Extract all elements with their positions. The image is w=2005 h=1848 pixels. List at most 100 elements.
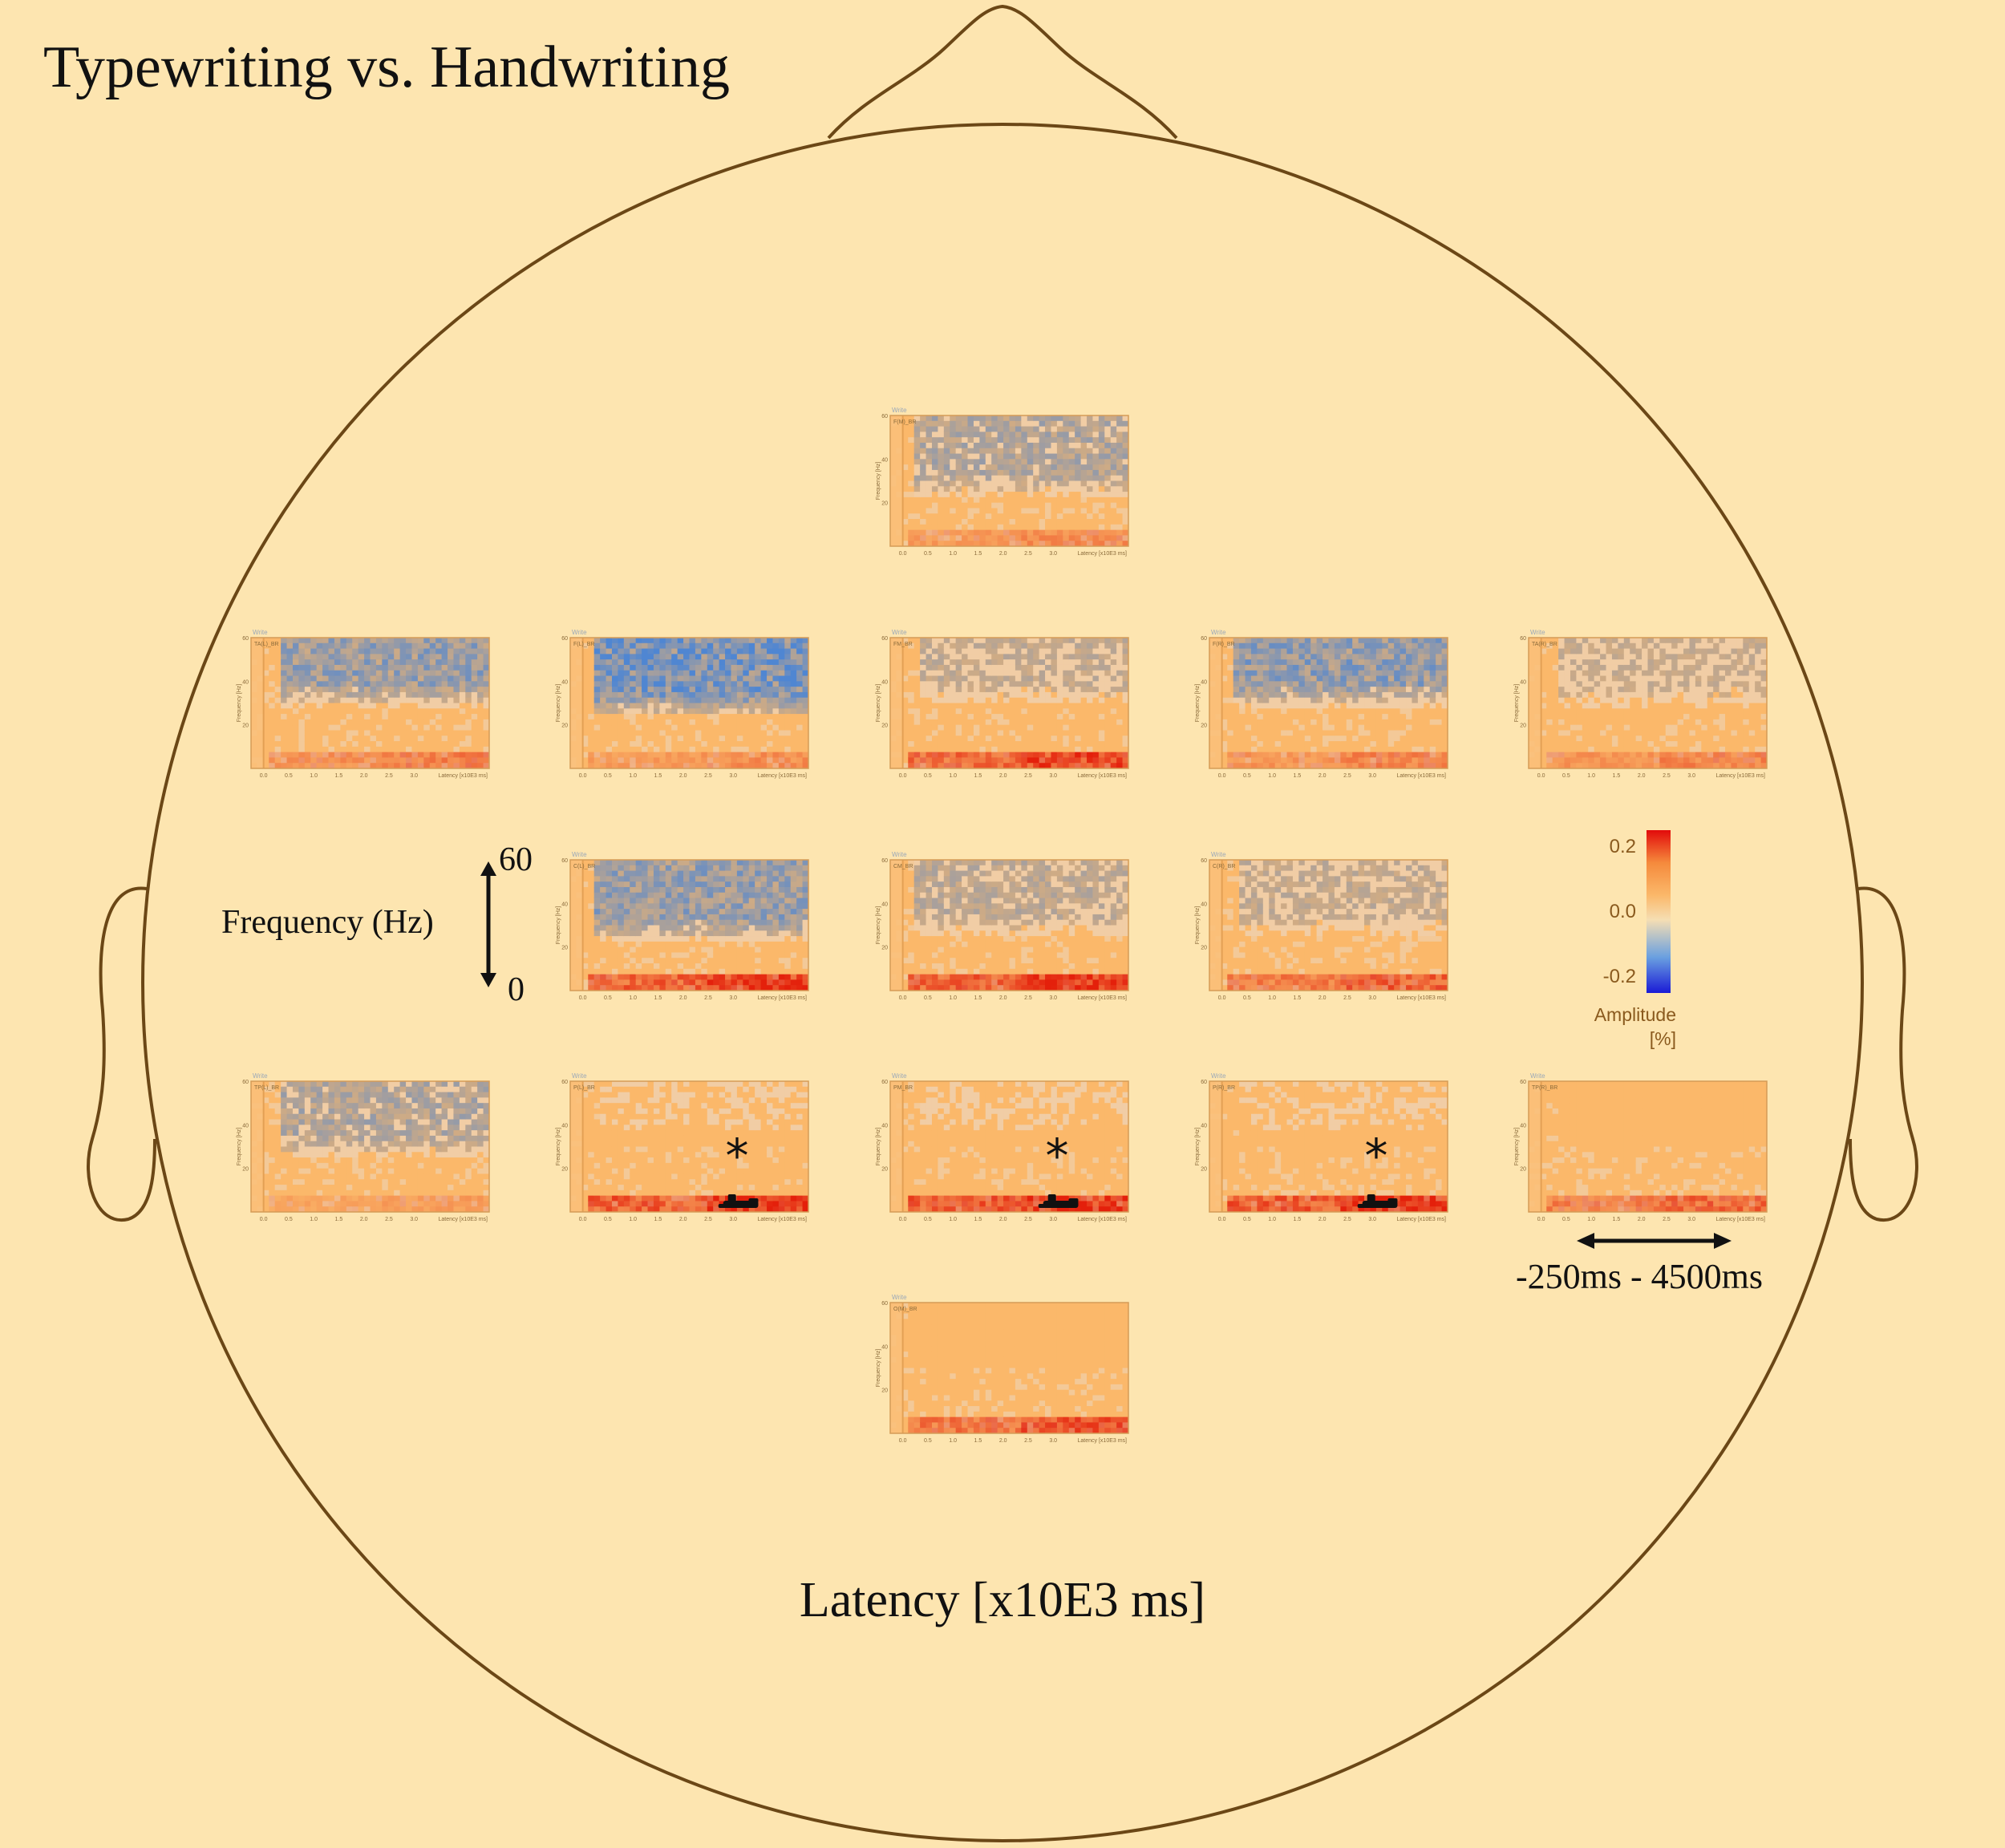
heatmap-cell xyxy=(985,535,992,541)
heatmap-cell xyxy=(748,714,755,720)
heatmap-cell xyxy=(423,703,431,709)
heatmap-cell xyxy=(1322,648,1329,654)
heatmap-cell xyxy=(1116,415,1124,422)
heatmap-cell xyxy=(677,746,684,753)
heatmap-cell xyxy=(1399,719,1407,726)
heatmap-cell xyxy=(600,736,607,742)
heatmap-cell xyxy=(304,638,311,644)
heatmap-cell xyxy=(731,730,738,736)
heatmap-cell xyxy=(304,714,311,720)
heatmap-cell xyxy=(1092,681,1100,687)
heatmap-cell xyxy=(1358,752,1365,758)
heatmap-cell xyxy=(1009,432,1016,438)
heatmap-cell xyxy=(340,659,347,666)
heatmap-cell xyxy=(1304,642,1311,650)
heatmap-cell xyxy=(653,687,660,693)
heatmap-cell xyxy=(962,648,969,654)
heatmap-cell xyxy=(611,664,618,671)
heatmap-cell xyxy=(471,703,478,709)
heatmap-cell xyxy=(1116,654,1124,660)
heatmap-cell xyxy=(459,763,466,769)
heatmap-cell xyxy=(382,654,389,660)
heatmap-cell xyxy=(1358,670,1365,677)
heatmap-cell xyxy=(1063,691,1070,699)
heatmap-cell xyxy=(1051,459,1058,465)
heatmap-cell xyxy=(1045,475,1051,481)
heatmap-cell xyxy=(435,681,443,687)
heatmap-cell xyxy=(1104,719,1112,726)
heatmap-cell xyxy=(1298,642,1306,650)
heatmap-cell xyxy=(659,752,666,758)
heatmap-cell xyxy=(1068,535,1075,541)
heatmap-cell xyxy=(1233,741,1240,748)
heatmap-cell xyxy=(725,691,731,699)
heatmap-cell xyxy=(931,681,938,687)
heatmap-cell xyxy=(1436,670,1443,677)
heatmap-cell xyxy=(600,654,607,660)
heatmap-cell xyxy=(1387,763,1395,769)
heatmap-cell xyxy=(1045,415,1051,422)
heatmap-cell xyxy=(274,703,282,709)
heatmap-cell xyxy=(635,741,642,748)
heatmap-cell xyxy=(593,757,601,764)
heatmap-cell xyxy=(943,719,950,726)
heatmap-cell xyxy=(1417,752,1424,758)
heatmap-cell xyxy=(1021,703,1028,709)
heatmap-cell xyxy=(1239,648,1246,654)
heatmap-cell xyxy=(950,437,957,444)
heatmap-cell xyxy=(618,746,625,753)
heatmap-cell xyxy=(1310,703,1318,709)
heatmap-cell xyxy=(1056,719,1063,726)
heatmap-cell xyxy=(411,752,419,758)
heatmap-cell xyxy=(653,708,660,715)
heatmap-cell xyxy=(962,708,969,715)
heatmap-cell xyxy=(281,642,288,650)
heatmap-cell xyxy=(973,687,980,693)
heatmap-cell xyxy=(1039,415,1046,422)
heatmap-cell xyxy=(701,719,708,726)
heatmap-cell xyxy=(1346,642,1353,650)
heatmap-cell xyxy=(1399,703,1407,709)
heatmap-cell xyxy=(1068,437,1075,444)
heatmap-cell xyxy=(1092,719,1100,726)
heatmap-cell xyxy=(1116,648,1124,654)
heatmap-cell xyxy=(352,687,359,693)
heatmap-cell xyxy=(985,475,992,481)
heatmap-cell xyxy=(991,659,998,666)
heatmap-cell xyxy=(1003,642,1010,650)
heatmap-cell xyxy=(1239,670,1246,677)
heatmap-cell xyxy=(630,654,637,660)
heatmap-cell xyxy=(411,736,419,742)
heatmap-cell xyxy=(1546,691,1553,699)
heatmap-cell xyxy=(441,736,448,742)
heatmap-cell xyxy=(1540,746,1547,753)
heatmap-cell xyxy=(1424,648,1431,654)
heatmap-cell xyxy=(394,757,401,764)
heatmap-cell xyxy=(375,664,383,671)
heatmap-cell xyxy=(298,752,306,758)
heatmap-cell xyxy=(346,703,353,709)
heatmap-cell xyxy=(802,654,809,660)
heatmap-cell xyxy=(1063,703,1070,709)
heatmap-cell xyxy=(1063,730,1070,736)
heatmap-cell xyxy=(334,659,341,666)
heatmap-cell xyxy=(731,746,738,753)
heatmap-cell xyxy=(1015,459,1022,465)
heatmap-cell xyxy=(441,763,448,769)
heatmap-cell xyxy=(618,757,625,764)
heatmap-cell xyxy=(778,642,785,650)
heatmap-cell xyxy=(429,638,436,644)
heatmap-cell xyxy=(1441,687,1448,693)
heatmap-cell xyxy=(322,708,330,715)
heatmap-cell xyxy=(913,426,921,432)
heatmap-cell xyxy=(429,741,436,748)
heatmap-cell xyxy=(1250,703,1258,709)
heatmap-cell xyxy=(950,757,957,764)
heatmap-cell xyxy=(967,670,974,677)
heatmap-cell xyxy=(262,648,269,654)
heatmap-cell xyxy=(1269,681,1276,687)
heatmap-cell xyxy=(1233,757,1240,764)
heatmap-cell xyxy=(593,719,601,726)
heatmap-cell xyxy=(719,741,726,748)
